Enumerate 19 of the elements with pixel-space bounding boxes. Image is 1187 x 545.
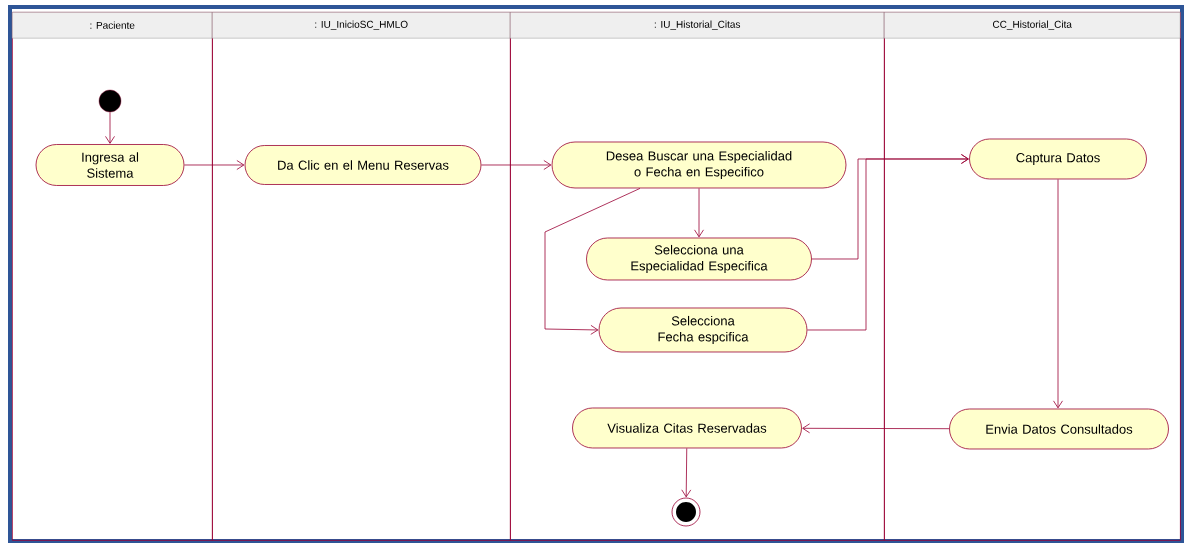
activity-box: Ingresa al Sistema bbox=[35, 144, 185, 186]
arrow bbox=[681, 448, 692, 498]
arrow bbox=[105, 111, 115, 144]
activity-box: Selecciona una Especialidad Especifica bbox=[586, 237, 812, 281]
activity-box: Desea Buscar una Especialidad o Fecha en Especifico bbox=[551, 141, 847, 189]
arrow bbox=[544, 188, 641, 335]
start-node bbox=[98, 89, 122, 113]
activity-box: Captura Datos bbox=[969, 138, 1147, 180]
activity-box: Visualiza Citas Reservadas bbox=[572, 407, 802, 449]
arrow bbox=[802, 423, 950, 434]
arrow bbox=[807, 154, 969, 331]
arrow bbox=[694, 188, 704, 238]
activity-box: Da Clic en el Menu Reservas bbox=[244, 145, 482, 185]
activity-box: Selecciona Fecha espcifica bbox=[598, 307, 808, 353]
arrow bbox=[184, 160, 245, 170]
activity-box: Envia Datos Consultados bbox=[949, 408, 1169, 450]
arrow bbox=[1053, 179, 1063, 409]
end-node bbox=[671, 497, 701, 527]
arrow bbox=[481, 160, 552, 170]
